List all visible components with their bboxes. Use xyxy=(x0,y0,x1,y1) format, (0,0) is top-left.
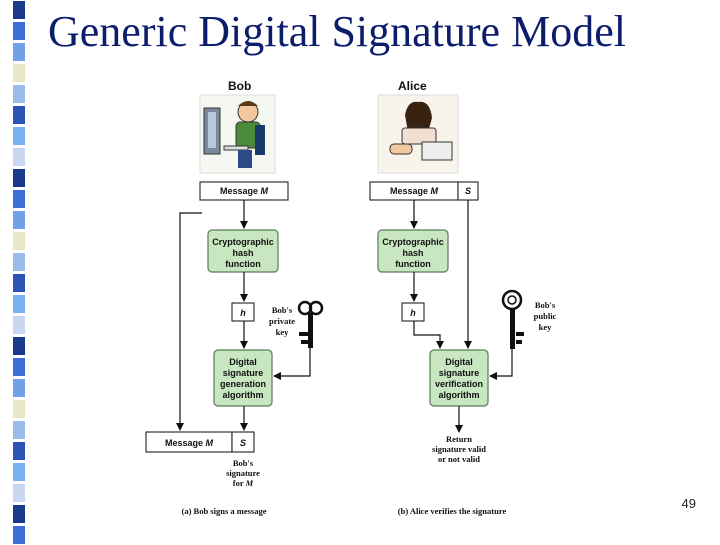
strip-square xyxy=(12,483,26,503)
alice-label: Alice xyxy=(398,79,427,93)
strip-square xyxy=(12,378,26,398)
strip-square xyxy=(12,315,26,335)
svg-text:Cryptographic: Cryptographic xyxy=(382,237,444,247)
svg-text:or not valid: or not valid xyxy=(438,454,480,464)
signature-model-diagram: Bob Alice Message M Cryptographic hash f… xyxy=(145,79,557,516)
strip-square xyxy=(12,168,26,188)
strip-square xyxy=(12,21,26,41)
strip-square xyxy=(12,441,26,461)
svg-text:h: h xyxy=(410,308,416,318)
strip-square xyxy=(12,105,26,125)
strip-square xyxy=(12,126,26,146)
svg-text:for M: for M xyxy=(233,478,254,488)
svg-text:signature: signature xyxy=(226,468,260,478)
svg-text:S: S xyxy=(240,438,246,448)
svg-text:signature: signature xyxy=(439,368,480,378)
decorative-strip xyxy=(0,0,30,545)
svg-text:Digital: Digital xyxy=(229,357,257,367)
svg-text:Digital: Digital xyxy=(445,357,473,367)
strip-square xyxy=(12,63,26,83)
slide-title: Generic Digital Signature Model xyxy=(48,7,626,56)
page-number: 49 xyxy=(681,496,696,511)
strip-square xyxy=(12,525,26,545)
strip-square xyxy=(12,462,26,482)
svg-text:hash: hash xyxy=(402,248,423,258)
svg-text:Message M: Message M xyxy=(390,186,439,196)
svg-text:signature: signature xyxy=(223,368,264,378)
strip-square xyxy=(12,357,26,377)
svg-text:function: function xyxy=(225,259,261,269)
strip-square xyxy=(12,189,26,209)
svg-text:signature valid: signature valid xyxy=(432,444,486,454)
person-at-computer-icon xyxy=(199,94,276,174)
strip-square xyxy=(12,84,26,104)
svg-text:verification: verification xyxy=(435,379,483,389)
svg-text:Bob's: Bob's xyxy=(272,305,293,315)
caption-b: (b) Alice verifies the signature xyxy=(398,506,507,516)
strip-square xyxy=(12,0,26,20)
strip-square xyxy=(12,252,26,272)
svg-text:private: private xyxy=(269,316,295,326)
caption-a: (a) Bob signs a message xyxy=(181,506,266,516)
svg-text:Cryptographic: Cryptographic xyxy=(212,237,274,247)
svg-text:Message M: Message M xyxy=(165,438,214,448)
strip-square xyxy=(12,147,26,167)
svg-text:algorithm: algorithm xyxy=(438,390,479,400)
hash-function-box-bob xyxy=(207,229,279,273)
svg-text:Message M: Message M xyxy=(220,186,269,196)
svg-text:S: S xyxy=(465,186,471,196)
private-key-icon xyxy=(297,300,324,348)
svg-text:function: function xyxy=(395,259,431,269)
strip-square xyxy=(12,336,26,356)
strip-square xyxy=(12,273,26,293)
svg-text:Return: Return xyxy=(446,434,472,444)
svg-text:algorithm: algorithm xyxy=(222,390,263,400)
public-key-icon xyxy=(501,289,524,349)
svg-text:key: key xyxy=(539,322,553,332)
hash-h-box-alice xyxy=(401,302,425,322)
strip-square xyxy=(12,210,26,230)
svg-text:Bob's: Bob's xyxy=(233,458,254,468)
svg-text:key: key xyxy=(276,327,290,337)
svg-text:public: public xyxy=(534,311,557,321)
person-with-laptop-icon xyxy=(377,94,459,174)
strip-square xyxy=(12,231,26,251)
strip-square xyxy=(12,420,26,440)
strip-square xyxy=(12,399,26,419)
svg-text:h: h xyxy=(240,308,246,318)
bob-label: Bob xyxy=(228,79,251,93)
signature-s-box-bob xyxy=(231,431,255,453)
hash-h-box-bob xyxy=(231,302,255,322)
svg-text:generation: generation xyxy=(220,379,266,389)
strip-square xyxy=(12,504,26,524)
hash-function-box-alice xyxy=(377,229,449,273)
svg-text:Bob's: Bob's xyxy=(535,300,556,310)
signature-generation-box xyxy=(213,349,273,407)
strip-square xyxy=(12,294,26,314)
svg-text:hash: hash xyxy=(232,248,253,258)
strip-square xyxy=(12,42,26,62)
